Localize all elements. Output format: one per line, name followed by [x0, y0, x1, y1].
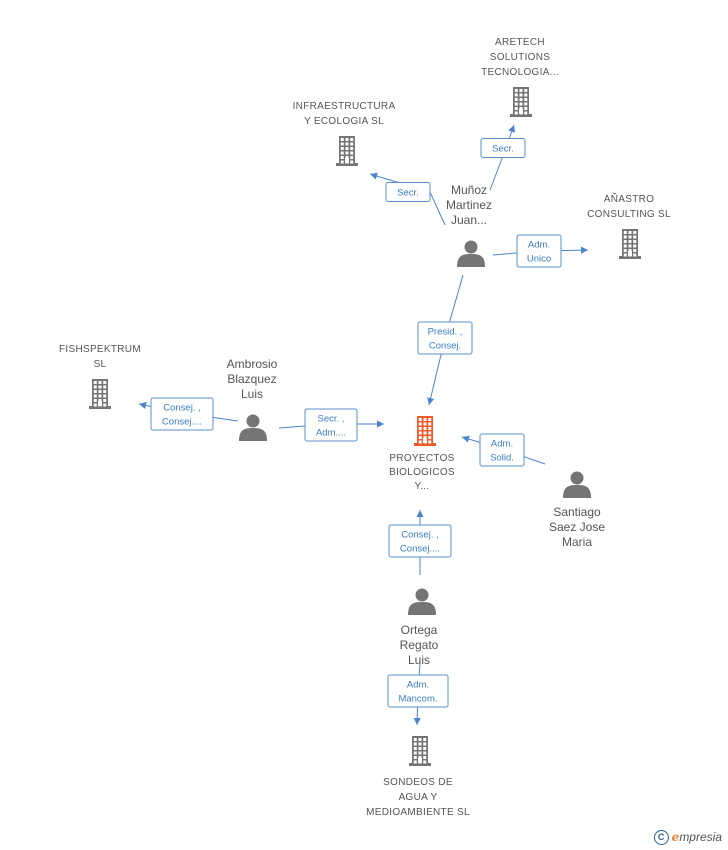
role-label-box[interactable]: [480, 138, 526, 158]
role-label-box[interactable]: [479, 433, 525, 467]
arrowhead-icon: [462, 435, 470, 443]
building-icon: [510, 87, 532, 117]
edge-ortega-sondeos: Adm. Mancom.: [387, 663, 449, 726]
node-label-line: AÑASTRO: [604, 192, 654, 205]
role-label-box[interactable]: [385, 182, 431, 202]
node-label-line: Santiago: [553, 505, 601, 519]
arrowhead-icon: [508, 125, 516, 133]
arrowhead-icon: [427, 397, 435, 405]
node-label-line: FISHSPEKTRUM: [59, 344, 141, 355]
node-label-line: ARETECH: [495, 37, 545, 48]
edge-ambrosio-proyectos: Secr. , Adm....: [278, 408, 384, 442]
brand-e: e: [671, 829, 680, 844]
node-label-line: AGUA Y: [399, 792, 438, 803]
role-label-box[interactable]: [150, 397, 214, 431]
company-node-infraestructura[interactable]: INFRAESTRUCTURA Y ECOLOGIA SL: [293, 101, 396, 166]
node-label-line: Martinez: [446, 198, 492, 212]
node-label-line: Luis: [408, 653, 430, 667]
node-label-line: Ambrosio: [227, 357, 278, 371]
node-label-line: SL: [94, 359, 107, 370]
node-label-line: INFRAESTRUCTURA: [293, 101, 396, 112]
person-node-munoz[interactable]: MuñozMartinezJuan...: [446, 183, 492, 267]
person-icon: [457, 240, 485, 267]
copyright-icon: C: [653, 830, 669, 845]
node-label-line: CONSULTING SL: [587, 209, 671, 220]
arrowhead-icon: [377, 420, 384, 428]
role-label: Secr.: [397, 188, 419, 199]
role-label: Adm.: [407, 680, 429, 691]
role-label-box[interactable]: [304, 408, 358, 442]
role-label: Consej....: [400, 544, 440, 555]
edge-santiago-proyectos: Adm. Solid.: [461, 433, 546, 467]
company-node-fishspektrum[interactable]: FISHSPEKTRUM SL: [59, 344, 141, 409]
role-label: Unico: [527, 254, 551, 265]
building-icon: [619, 229, 641, 259]
role-label: Consej. ,: [401, 530, 439, 541]
edge-ortega-proyectos: Consej. , Consej....: [388, 510, 452, 575]
person-icon: [239, 414, 267, 441]
edge-munoz-aretech: Secr.: [480, 124, 526, 191]
company-node-aretech[interactable]: ARETECH SOLUTIONS TECNOLOGIA...: [481, 37, 559, 117]
role-label-box[interactable]: [417, 321, 473, 355]
role-label: Secr. ,: [318, 414, 345, 425]
node-label-line: TECNOLOGIA...: [481, 67, 559, 78]
person-icon: [563, 471, 591, 498]
node-label-line: Saez Jose: [549, 520, 605, 534]
person-icon: [408, 588, 436, 615]
role-label: Mancom.: [398, 694, 437, 705]
role-label: Adm.: [491, 439, 513, 450]
node-label-line: Blazquez: [227, 372, 276, 386]
node-label-line: PROYECTOS: [389, 453, 454, 464]
node-label-line: Maria: [562, 535, 592, 549]
node-label-line: Regato: [400, 638, 439, 652]
node-label-line: SONDEOS DE: [383, 777, 453, 788]
edge-ambrosio-fishspektrum: Consej. , Consej....: [138, 397, 239, 431]
role-label: Consej....: [162, 417, 202, 428]
node-label-line: BIOLOGICOS: [389, 467, 455, 478]
role-label: Presid. ,: [428, 327, 463, 338]
node-label-line: Y...: [415, 481, 430, 492]
building-icon: [89, 379, 111, 409]
edge-munoz-anastro: Adm. Unico: [492, 234, 589, 268]
role-label: Consej.: [429, 341, 461, 352]
brand-name: mpresia: [679, 829, 722, 844]
role-label: Adm.: [528, 240, 550, 251]
node-label-line: Y ECOLOGIA SL: [304, 116, 384, 127]
role-label: Consej. ,: [163, 403, 201, 414]
building-icon: [409, 736, 431, 766]
node-label-line: Luis: [241, 387, 263, 401]
edge-munoz-proyectos: Presid. , Consej.: [417, 274, 473, 406]
node-label-line: Muñoz: [451, 183, 487, 197]
arrowhead-icon: [413, 717, 421, 725]
arrowhead-icon: [139, 401, 147, 409]
arrowhead-icon: [416, 510, 424, 517]
role-label: Adm....: [316, 428, 346, 439]
role-label-box[interactable]: [516, 234, 562, 268]
company-node-proyectos[interactable]: PROYECTOS BIOLOGICOS Y...: [389, 416, 455, 492]
node-label-line: Ortega: [401, 623, 438, 637]
role-label-box[interactable]: [388, 524, 452, 558]
company-node-sondeos[interactable]: SONDEOS DE AGUA Y MEDIOAMBIENTE SL: [366, 736, 470, 818]
company-node-anastro[interactable]: AÑASTRO CONSULTING SL: [587, 192, 671, 259]
role-label: Secr.: [492, 144, 514, 155]
role-label: Solid.: [490, 453, 514, 464]
nodes-layer: PROYECTOS BIOLOGICOS Y... ARETECH SOLUTIONS T…: [59, 37, 671, 818]
role-label-box[interactable]: [387, 674, 449, 708]
arrowhead-icon: [580, 246, 588, 254]
node-label-line: SOLUTIONS: [490, 52, 551, 63]
edge-munoz-infraestructura: Secr.: [369, 172, 446, 226]
arrowhead-icon: [370, 172, 378, 180]
node-label-line: MEDIOAMBIENTE SL: [366, 807, 470, 818]
node-label-line: Juan...: [451, 213, 487, 227]
building-icon: [336, 136, 358, 166]
building-icon: [414, 416, 436, 446]
